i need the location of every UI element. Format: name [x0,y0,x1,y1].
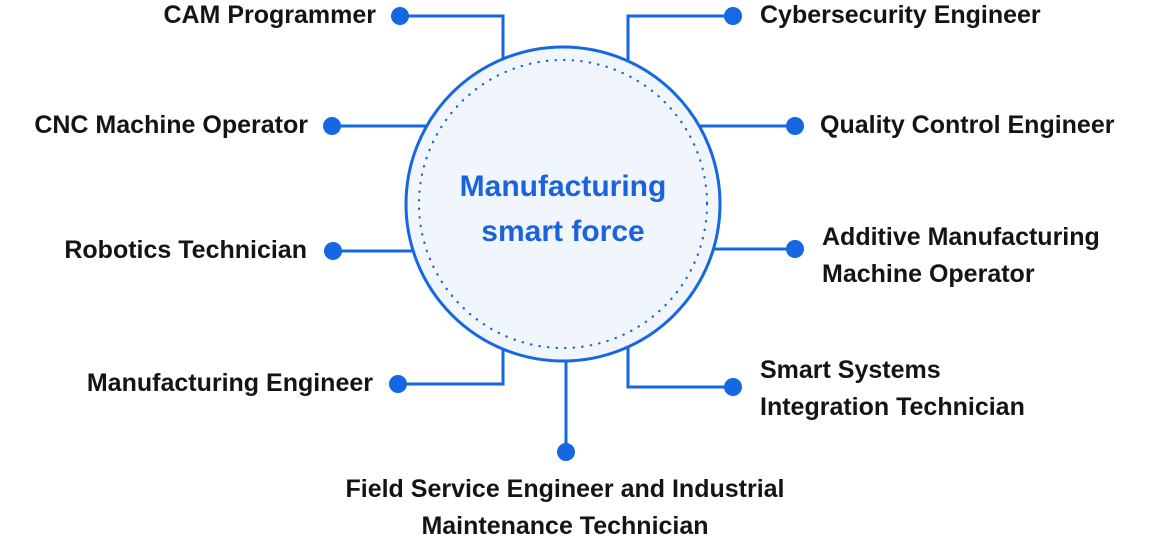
node-dot-smart-systems [724,378,742,396]
node-dot-cnc-machine-operator [323,117,341,135]
node-label-additive-manufacturing: Additive Manufacturing Machine Operator [822,223,1100,288]
node-label-cam-programmer: CAM Programmer [163,1,376,29]
node-label-cybersecurity-engineer: Cybersecurity Engineer [760,1,1041,29]
node-dot-field-service [557,443,575,461]
hub-circle [404,45,722,363]
node-label-cnc-machine-operator: CNC Machine Operator [34,111,308,139]
connector-cam-programmer [400,14,505,58]
connector-smart-systems [626,347,733,389]
node-label-quality-control-engineer: Quality Control Engineer [820,111,1115,139]
node-label-robotics-technician: Robotics Technician [64,236,307,264]
hub-dotted-ring [417,58,709,350]
node-label-smart-systems: Smart Systems Integration Technician [760,356,1025,421]
node-dot-manufacturing-engineer [389,375,407,393]
node-dot-cybersecurity-engineer [724,7,742,25]
node-dot-robotics-technician [324,242,342,260]
connector-cybersecurity-engineer [626,14,733,61]
node-dot-cam-programmer [391,7,409,25]
node-dot-quality-control-engineer [786,117,804,135]
node-dot-additive-manufacturing [786,240,804,258]
node-label-manufacturing-engineer: Manufacturing Engineer [86,369,373,397]
hub-title: Manufacturing smart force [459,170,667,248]
connector-manufacturing-engineer [398,350,505,386]
node-label-field-service: Field Service Engineer and Industrial Ma… [345,475,785,540]
